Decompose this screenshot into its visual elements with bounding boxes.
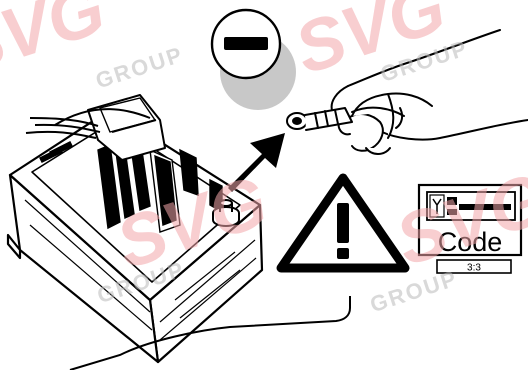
watermark-group: GROUP	[93, 42, 187, 94]
code-counter: 3:3	[467, 263, 481, 274]
negative-terminal-icon	[212, 10, 296, 110]
warning-triangle	[281, 178, 405, 268]
